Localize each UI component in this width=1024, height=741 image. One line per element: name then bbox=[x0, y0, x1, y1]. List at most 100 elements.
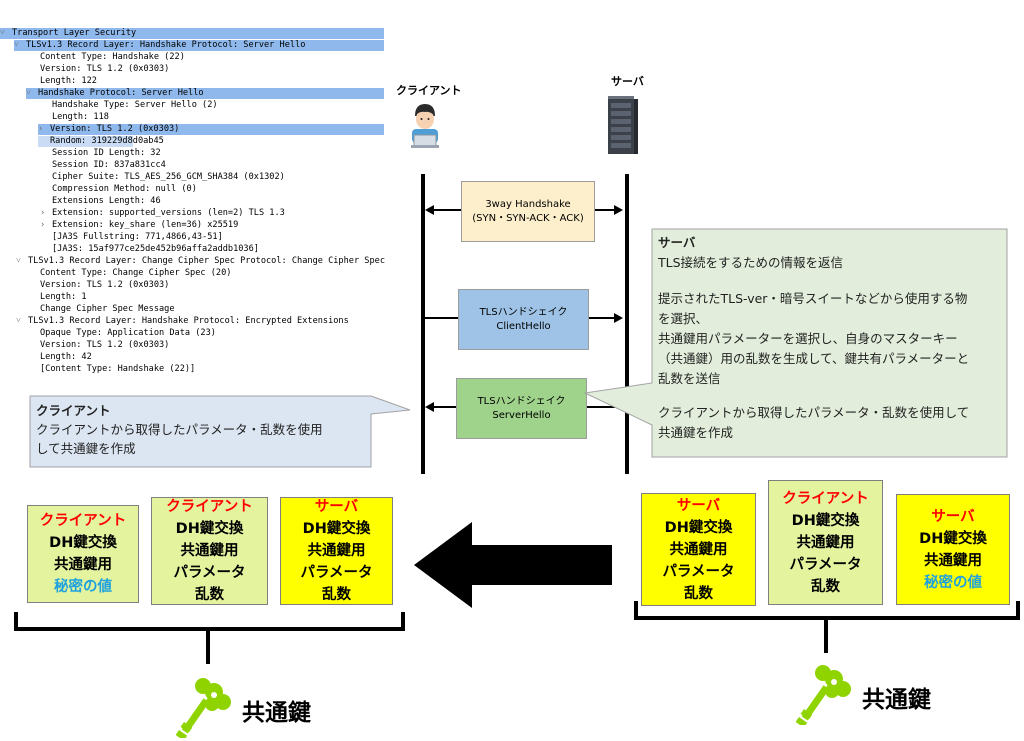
tree-row[interactable]: ˅ Handshake Protocol: Server Hello bbox=[26, 88, 384, 99]
param-line: 共通鍵用 bbox=[924, 552, 982, 569]
param-line: 共通鍵用 bbox=[796, 534, 855, 551]
tree-row-text: Handshake Protocol: Server Hello bbox=[38, 88, 204, 98]
secret-value-label: 秘密の値 bbox=[54, 579, 112, 595]
param-line: DH鍵交換 bbox=[664, 519, 733, 536]
server-callout-line: （共通鍵）用の乱数を生成して、鍵共有パラメーターと bbox=[658, 351, 970, 366]
server-callout-line: TLS接続をするための情報を返信 bbox=[658, 255, 844, 270]
tree-row-text: Length: 1 bbox=[40, 292, 87, 302]
tree-row[interactable]: Length: 122 bbox=[28, 76, 97, 87]
tree-row[interactable]: Content Type: Change Cipher Spec (20) bbox=[28, 268, 231, 279]
tree-row[interactable]: Extensions Length: 46 bbox=[40, 196, 161, 207]
tree-row[interactable]: Session ID Length: 32 bbox=[40, 148, 161, 159]
tree-row-text: Extension: supported_versions (len=2) TL… bbox=[52, 208, 285, 218]
client-callout-title: クライアント bbox=[36, 403, 111, 418]
client-lifeline bbox=[421, 174, 425, 474]
tree-row[interactable]: › Extension: supported_versions (len=2) T… bbox=[40, 208, 285, 219]
clienthello-arrow-head bbox=[614, 313, 623, 323]
tree-row[interactable]: Length: 1 bbox=[28, 292, 87, 303]
right-bracket-stem bbox=[824, 619, 828, 653]
expand-down-icon[interactable]: ˅ bbox=[0, 28, 5, 38]
right-server-secret-box: サーバ DH鍵交換 共通鍵用 秘密の値 bbox=[896, 494, 1010, 605]
expand-right-icon[interactable]: › bbox=[40, 220, 46, 230]
tree-row[interactable]: Length: 118 bbox=[40, 112, 109, 123]
tree-row[interactable]: ˅ TLSv1.3 Record Layer: Change Cipher Spe… bbox=[16, 256, 385, 267]
expand-right-icon[interactable]: › bbox=[38, 124, 44, 134]
secret-value-label: 秘密の値 bbox=[924, 574, 982, 591]
param-line: DH鍵交換 bbox=[791, 512, 860, 529]
tree-row-text: Version: TLS 1.2 (0x0303) bbox=[40, 340, 170, 350]
tree-row[interactable]: Opaque Type: Application Data (23) bbox=[28, 328, 216, 339]
left-bracket-stem bbox=[206, 630, 210, 664]
server-callout-line: クライアントから取得したパラメータ・乱数を使用して bbox=[658, 405, 970, 420]
tree-row-text: Session ID Length: 32 bbox=[52, 148, 161, 158]
tree-row[interactable]: Version: TLS 1.2 (0x0303) bbox=[28, 340, 169, 351]
expand-down-icon[interactable]: ˅ bbox=[16, 256, 21, 266]
tree-row[interactable]: Length: 42 bbox=[28, 352, 92, 363]
server-callout-line: 乱数を送信 bbox=[658, 371, 721, 386]
tree-row-text: Extension: key_share (len=36) x25519 bbox=[52, 220, 239, 230]
tree-row[interactable]: ˅ TLSv1.3 Record Layer: Handshake Protoco… bbox=[16, 316, 349, 327]
tree-row-text: TLSv1.3 Record Layer: Change Cipher Spec… bbox=[28, 256, 385, 266]
clienthello-label-1: TLSハンドシェイク bbox=[479, 306, 568, 318]
server-callout: サーバ TLS接続をするための情報を返信 提示されたTLS-ver・暗号スイート… bbox=[658, 233, 1003, 443]
expand-down-icon[interactable]: ˅ bbox=[14, 40, 19, 50]
tree-row[interactable]: ˅ Transport Layer Security bbox=[0, 28, 384, 39]
right-key-label: 共通鍵 bbox=[862, 687, 931, 713]
tree-row-text: [Content Type: Handshake (22)] bbox=[40, 364, 196, 374]
handshake-arrow-head-right bbox=[614, 205, 623, 215]
handshake-box: 3way Handshake (SYN・SYN-ACK・ACK) bbox=[461, 181, 595, 242]
expand-down-icon[interactable]: ˅ bbox=[16, 316, 21, 326]
handshake-label-1: 3way Handshake bbox=[485, 198, 571, 210]
param-line: パラメータ bbox=[300, 565, 373, 581]
tree-row[interactable]: [JA3S Fullstring: 771,4866,43-51] bbox=[40, 232, 223, 243]
param-line: 共通鍵用 bbox=[307, 543, 366, 559]
tree-row[interactable]: › Extension: key_share (len=36) x25519 bbox=[40, 220, 238, 231]
param-line: パラメータ bbox=[789, 556, 862, 573]
tree-row[interactable]: Change Cipher Spec Message bbox=[28, 304, 175, 315]
tree-row-text: Cipher Suite: TLS_AES_256_GCM_SHA384 (0x… bbox=[52, 172, 285, 182]
owner-label: クライアント bbox=[39, 513, 127, 529]
tree-row[interactable]: Handshake Type: Server Hello (2) bbox=[40, 100, 218, 111]
tree-row-text: Content Type: Change Cipher Spec (20) bbox=[40, 268, 232, 278]
tree-row-text: [JA3S: 15af977ce25de452b96affa2addb1036] bbox=[52, 244, 259, 254]
tree-row[interactable]: ˅TLSv1.3 Record Layer: Handshake Protoco… bbox=[14, 40, 384, 51]
client-callout: クライアント クライアントから取得したパラメータ・乱数を使用 して共通鍵を作成 bbox=[36, 401, 371, 458]
tree-row[interactable]: [Content Type: Handshake (22)] bbox=[28, 364, 195, 375]
right-bracket bbox=[634, 601, 1020, 620]
tree-row-text: Length: 118 bbox=[52, 112, 109, 122]
param-line: パラメータ bbox=[662, 563, 735, 580]
param-line: DH鍵交換 bbox=[175, 521, 244, 537]
server-callout-line: 共通鍵を作成 bbox=[658, 425, 734, 440]
tree-row-text: Version: TLS 1.2 (0x0303) bbox=[40, 280, 170, 290]
tree-row[interactable]: Random: 319229d8d0ab45 bbox=[38, 136, 164, 147]
tree-row[interactable]: Version: TLS 1.2 (0x0303) bbox=[28, 64, 169, 75]
server-label: サーバ bbox=[611, 75, 644, 88]
expand-down-icon[interactable]: ˅ bbox=[26, 88, 31, 98]
tree-row-text: Change Cipher Spec Message bbox=[40, 304, 175, 314]
packet-detail-tree: ˅Transport Layer Security˅TLSv1.3 Record… bbox=[0, 28, 385, 375]
expand-right-icon[interactable]: › bbox=[40, 208, 46, 218]
tree-row[interactable]: Version: TLS 1.2 (0x0303) bbox=[28, 280, 169, 291]
left-bracket bbox=[14, 612, 405, 631]
param-line: 共通鍵用 bbox=[54, 557, 112, 573]
client-callout-line: して共通鍵を作成 bbox=[36, 441, 136, 456]
tree-row-text: Transport Layer Security bbox=[12, 28, 137, 38]
tree-row[interactable]: Session ID: 837a831cc4 bbox=[40, 160, 166, 171]
tree-row[interactable]: Content Type: Handshake (22) bbox=[28, 52, 185, 63]
tree-row[interactable]: ›Version: TLS 1.2 (0x0303) bbox=[38, 124, 384, 135]
serverhello-box: TLSハンドシェイク ServerHello bbox=[456, 378, 587, 439]
owner-label: サーバ bbox=[314, 499, 359, 515]
param-line: 乱数 bbox=[322, 587, 351, 603]
param-line: DH鍵交換 bbox=[919, 530, 987, 547]
serverhello-arrow-head bbox=[425, 402, 434, 412]
tree-row[interactable]: Compression Method: null (0) bbox=[40, 184, 197, 195]
right-client-param-box: クライアント DH鍵交換 共通鍵用 パラメータ 乱数 bbox=[768, 480, 883, 605]
tree-row[interactable]: [JA3S: 15af977ce25de452b96affa2addb1036] bbox=[40, 244, 259, 255]
serverhello-label-2: ServerHello bbox=[492, 409, 551, 421]
param-line: 乱数 bbox=[811, 578, 840, 595]
param-line: 共通鍵用 bbox=[669, 541, 728, 558]
tree-row-text: Compression Method: null (0) bbox=[52, 184, 197, 194]
tree-row[interactable]: Cipher Suite: TLS_AES_256_GCM_SHA384 (0x… bbox=[40, 172, 285, 183]
tree-row-text: TLSv1.3 Record Layer: Handshake Protocol… bbox=[28, 316, 349, 326]
